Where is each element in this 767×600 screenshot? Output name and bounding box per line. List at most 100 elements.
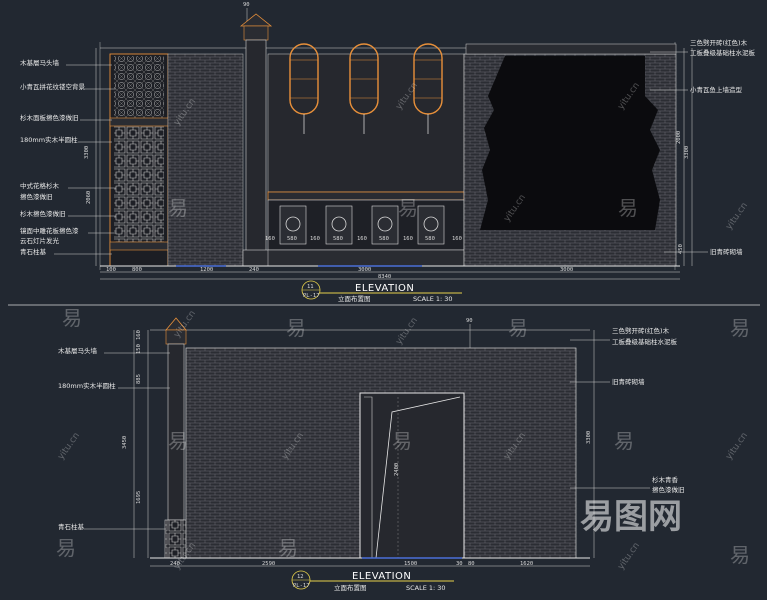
- b-callout-l0: 木基層马头墙: [58, 346, 98, 355]
- wm-site-8: yitu.cn: [56, 431, 82, 462]
- dim-right-2: 450: [678, 244, 684, 254]
- brick-wall-left: [167, 53, 244, 267]
- b-callout-r2: 旧青砖砌墙: [612, 377, 645, 386]
- b-callout-r4: 擦色漆做旧: [652, 485, 685, 494]
- bottom-left-callouts: 木基層马头墙 180mm实木半圆柱 青石柱基: [58, 346, 170, 531]
- carved-panel-2: [325, 205, 353, 245]
- bottom-title-block: 12 PL-17 ELEVATION 立面布置图 SCALE 1: 30: [291, 570, 454, 592]
- b-callout-r0: 三色劈开砖(红色)木: [612, 326, 670, 335]
- lantern-center: [349, 43, 379, 134]
- callout-r2: 小青瓦鱼上墙造型: [690, 85, 743, 94]
- carved-panel-3: [371, 205, 399, 245]
- wm-glyph-13: 易: [730, 543, 750, 567]
- bottom-elevation: 90 2400 240 2590 1500 30 80 1620: [58, 317, 685, 592]
- top-elevation: 90: [20, 2, 756, 303]
- bottom-axis-label: 90: [466, 318, 473, 324]
- dim-b1: 800: [132, 267, 142, 273]
- lantern-left: [289, 43, 319, 134]
- b-dim-5: 1620: [520, 561, 533, 567]
- svg-text:580: 580: [425, 236, 435, 242]
- top-id-num: 11: [307, 284, 314, 290]
- wm-brand-logo: 易图网: [580, 497, 682, 537]
- bottom-sub-left: 立面布置图: [334, 583, 367, 592]
- b-callout-r1: 工板叠级基础柱水泥板: [612, 337, 678, 346]
- wm-glyph-12: 易: [278, 536, 298, 560]
- b-left-3: 3450: [122, 436, 128, 449]
- wm-site-11: yitu.cn: [724, 431, 750, 462]
- center-feature-wall: [267, 43, 465, 267]
- wm-glyph-10: 易: [614, 429, 634, 453]
- svg-text:160: 160: [310, 236, 320, 242]
- wm-glyph-2: 易: [398, 196, 418, 220]
- svg-text:160: 160: [452, 236, 462, 242]
- wm-glyph-5: 易: [286, 316, 306, 340]
- wm-site-7: yitu.cn: [394, 316, 420, 347]
- top-id-sheet: PL-17: [303, 293, 320, 299]
- svg-text:160: 160: [357, 236, 367, 242]
- b-dim-3: 30: [456, 561, 463, 567]
- svg-text:160: 160: [265, 236, 275, 242]
- panel-dims: 160 580 160 580 160 580 160 580 160: [265, 236, 462, 242]
- top-left-callouts: 木基層马头墙 小青瓦拼花纹镂空背景 杉木面板擦色漆做旧 180mm实木半圆柱 中…: [20, 58, 116, 256]
- svg-text:580: 580: [287, 236, 297, 242]
- dim-b3: 240: [249, 267, 259, 273]
- top-title: ELEVATION: [355, 283, 414, 294]
- callout-l6: 杉木擦色漆做旧: [20, 209, 66, 218]
- callout-r0: 三色劈开砖(红色)木: [690, 38, 748, 47]
- door-dim: 2400: [394, 463, 400, 476]
- top-title-block: 11 PL-17 ELEVATION 立面布置图 SCALE 1: 30: [301, 280, 462, 303]
- svg-text:580: 580: [379, 236, 389, 242]
- b-callout-r3: 杉木青香: [652, 475, 679, 484]
- callout-l9: 青石柱基: [20, 247, 47, 256]
- dim-left-1: 2060: [86, 191, 92, 204]
- callout-l8: 云石灯片发光: [20, 236, 60, 245]
- wm-glyph-11: 易: [56, 536, 76, 560]
- wm-glyph-7: 易: [730, 316, 750, 340]
- lattice-screen: [109, 53, 169, 267]
- b-dim-1: 2590: [262, 561, 275, 567]
- b-left-4: 1695: [136, 491, 142, 504]
- b-right-0: 3300: [586, 431, 592, 444]
- lantern-right: [413, 43, 443, 134]
- dim-b5: 3000: [560, 267, 573, 273]
- door-opening: 2400: [359, 392, 465, 559]
- dim-total: 8340: [378, 274, 391, 280]
- b-left-0: 160: [136, 330, 142, 340]
- top-right-callouts: 三色劈开砖(红色)木 工板叠级基础柱水泥板 小青瓦鱼上墙造型 旧青砖砌墙: [650, 38, 756, 256]
- svg-text:160: 160: [403, 236, 413, 242]
- b-callout-l2: 青石柱基: [58, 522, 85, 531]
- wm-glyph-3: 易: [618, 196, 638, 220]
- wm-glyph-8: 易: [168, 429, 188, 453]
- callout-l0: 木基層马头墙: [20, 58, 60, 67]
- bottom-title: ELEVATION: [352, 571, 411, 582]
- wm-glyph-6: 易: [508, 316, 528, 340]
- b-callout-l1: 180mm实木半圆柱: [58, 381, 116, 390]
- dim-right-0: 2000: [676, 131, 682, 144]
- b-left-2: 885: [136, 374, 142, 384]
- top-sub-left: 立面布置图: [338, 294, 371, 303]
- dark-tile-feature-wall: [463, 43, 677, 267]
- svg-text:580: 580: [333, 236, 343, 242]
- b-dim-4: 80: [468, 561, 475, 567]
- top-axis-label: 90: [243, 2, 250, 8]
- callout-l3: 180mm实木半圆柱: [20, 135, 78, 144]
- dim-b4: 3000: [358, 267, 371, 273]
- b-left-1: 150: [136, 344, 142, 354]
- bottom-id-num: 12: [297, 574, 304, 580]
- b-dim-2: 1500: [404, 561, 417, 567]
- dim-b0: 100: [106, 267, 116, 273]
- bottom-sub-scale: SCALE 1: 30: [406, 584, 446, 592]
- wm-glyph-1: 易: [168, 196, 188, 220]
- column-with-roof-cap: [239, 13, 273, 267]
- bottom-id-sheet: PL-17: [293, 583, 310, 589]
- wm-site-5: yitu.cn: [724, 201, 750, 232]
- callout-l7: 镜面中雕花板擦色漆: [20, 226, 79, 235]
- dim-right-1: 3300: [684, 146, 690, 159]
- dim-left-0: 3300: [84, 146, 90, 159]
- callout-r3: 旧青砖砌墙: [710, 247, 743, 256]
- carved-panel-1: [279, 205, 307, 245]
- top-sub-scale: SCALE 1: 30: [413, 295, 453, 303]
- b-dim-0: 240: [170, 561, 180, 567]
- callout-l5: 擦色漆做旧: [20, 192, 53, 201]
